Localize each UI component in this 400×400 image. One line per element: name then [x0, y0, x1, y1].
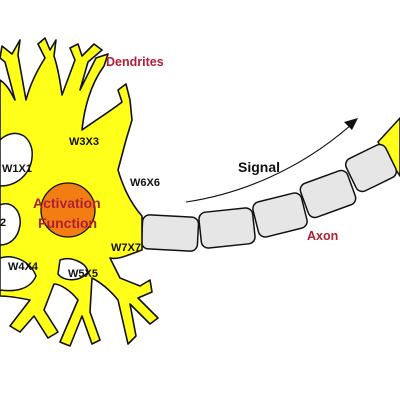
signal-label: Signal	[238, 159, 280, 175]
weight-w3-label: W3X3	[69, 136, 99, 148]
cell-body	[0, 37, 159, 347]
signal-arrow-head	[344, 118, 358, 130]
myelin-segment	[140, 214, 200, 252]
weight-w7-label: W7X7	[111, 242, 141, 254]
weight-w5-label: W5X5	[68, 268, 98, 280]
gap	[0, 132, 33, 187]
activation-label: Activation	[33, 195, 101, 211]
myelin-segment	[299, 169, 357, 219]
branch-gaps	[0, 132, 89, 292]
gap	[57, 258, 89, 281]
dendrites-label: Dendrites	[106, 55, 164, 69]
signal-arrow	[185, 118, 358, 203]
weight-w2-label: 2	[0, 217, 6, 229]
nucleus	[40, 182, 96, 238]
myelin-segment	[252, 192, 308, 238]
weight-w6-label: W6X6	[130, 177, 160, 189]
myelin-sheath	[140, 143, 398, 252]
axon	[140, 116, 400, 252]
myelin-segment	[344, 143, 398, 193]
gap	[0, 203, 21, 246]
myelin-segment	[198, 207, 256, 249]
gap	[0, 256, 37, 292]
signal-arrow-line	[185, 123, 353, 203]
axon-label: Axon	[307, 229, 338, 243]
function-label: Function	[38, 215, 97, 231]
weight-w1-label: W1X1	[2, 163, 32, 175]
weight-w4-label: W4X4	[8, 261, 39, 273]
